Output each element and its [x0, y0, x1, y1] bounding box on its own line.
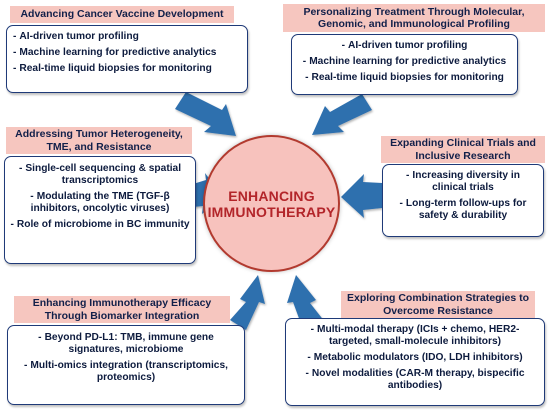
arrow-bottom-left: [230, 275, 265, 330]
list-item: -Multi-modal therapy (ICIs + chemo, HER2…: [310, 323, 520, 347]
list-item: -Long-term follow-ups for safety & durab…: [399, 197, 527, 222]
list-item: -Single-cell sequencing & spatial transc…: [18, 162, 182, 186]
arrow-bottom-right: [287, 275, 325, 332]
vaccine-header: Advancing Cancer Vaccine Development: [10, 6, 234, 23]
vaccine-list: -AI-driven tumor profiling -Machine lear…: [13, 31, 241, 76]
center-circle: ENHANCING IMMUNOTHERAPY: [203, 135, 340, 272]
arrow-top-left: [175, 92, 236, 136]
combination-header: Exploring Combination Strategies to Over…: [341, 291, 535, 318]
list-item: -Role of microbiome in BC immunity: [10, 219, 190, 231]
biomarker-list: -Beyond PD-L1: TMB, immune gene signatur…: [14, 332, 238, 385]
combination-list: -Multi-modal therapy (ICIs + chemo, HER2…: [291, 324, 539, 393]
combination-box: -Multi-modal therapy (ICIs + chemo, HER2…: [285, 318, 545, 406]
trials-list: -Increasing diversity in clinical trials…: [389, 170, 537, 223]
list-item: -Modulating the TME (TGF-β inhibitors, o…: [30, 190, 170, 215]
list-item: -Multi-omics integration (transcriptomic…: [24, 359, 228, 384]
trials-header: Expanding Clinical Trials and Inclusive …: [381, 136, 545, 163]
biomarker-header: Enhancing Immunotherapy Efficacy Through…: [14, 296, 230, 323]
list-item: -Metabolic modulators (IDO, LDH inhibito…: [307, 351, 523, 363]
vaccine-title: Advancing Cancer Vaccine Development: [20, 8, 224, 21]
personalizing-header: Personalizing Treatment Through Molecula…: [283, 4, 545, 32]
list-item: -AI-driven tumor profiling: [13, 30, 139, 42]
heterogeneity-box: -Single-cell sequencing & spatial transc…: [4, 156, 196, 264]
biomarker-title: Enhancing Immunotherapy Efficacy Through…: [32, 297, 212, 322]
list-item: -Novel modalities (CAR-M therapy, bispec…: [305, 368, 525, 392]
list-item: -Machine learning for predictive analyti…: [302, 55, 507, 67]
list-item: -AI-driven tumor profiling: [341, 39, 468, 51]
combination-title: Exploring Combination Strategies to Over…: [346, 292, 529, 317]
personalizing-box: -AI-driven tumor profiling -Machine lear…: [291, 34, 518, 95]
vaccine-box: -AI-driven tumor profiling -Machine lear…: [6, 25, 248, 93]
arrow-top-right: [312, 94, 372, 135]
heterogeneity-title: Addressing Tumor Heterogeneity, TME, and…: [15, 128, 183, 153]
arrow-right: [341, 174, 382, 218]
trials-box: -Increasing diversity in clinical trials…: [382, 164, 544, 237]
personalizing-title: Personalizing Treatment Through Molecula…: [303, 5, 525, 31]
trials-title: Expanding Clinical Trials and Inclusive …: [390, 137, 536, 162]
list-item: -Machine learning for predictive analyti…: [13, 46, 217, 58]
list-item: -Beyond PD-L1: TMB, immune gene signatur…: [38, 331, 214, 355]
biomarker-box: -Beyond PD-L1: TMB, immune gene signatur…: [7, 325, 245, 405]
personalizing-list: -AI-driven tumor profiling -Machine lear…: [298, 40, 511, 85]
center-title: ENHANCING IMMUNOTHERAPY: [207, 187, 336, 220]
heterogeneity-header: Addressing Tumor Heterogeneity, TME, and…: [6, 127, 192, 154]
list-item: -Real-time liquid biopsies for monitorin…: [13, 62, 212, 74]
list-item: -Real-time liquid biopsies for monitorin…: [305, 71, 504, 83]
list-item: -Increasing diversity in clinical trials: [406, 169, 520, 193]
heterogeneity-list: -Single-cell sequencing & spatial transc…: [10, 163, 190, 232]
